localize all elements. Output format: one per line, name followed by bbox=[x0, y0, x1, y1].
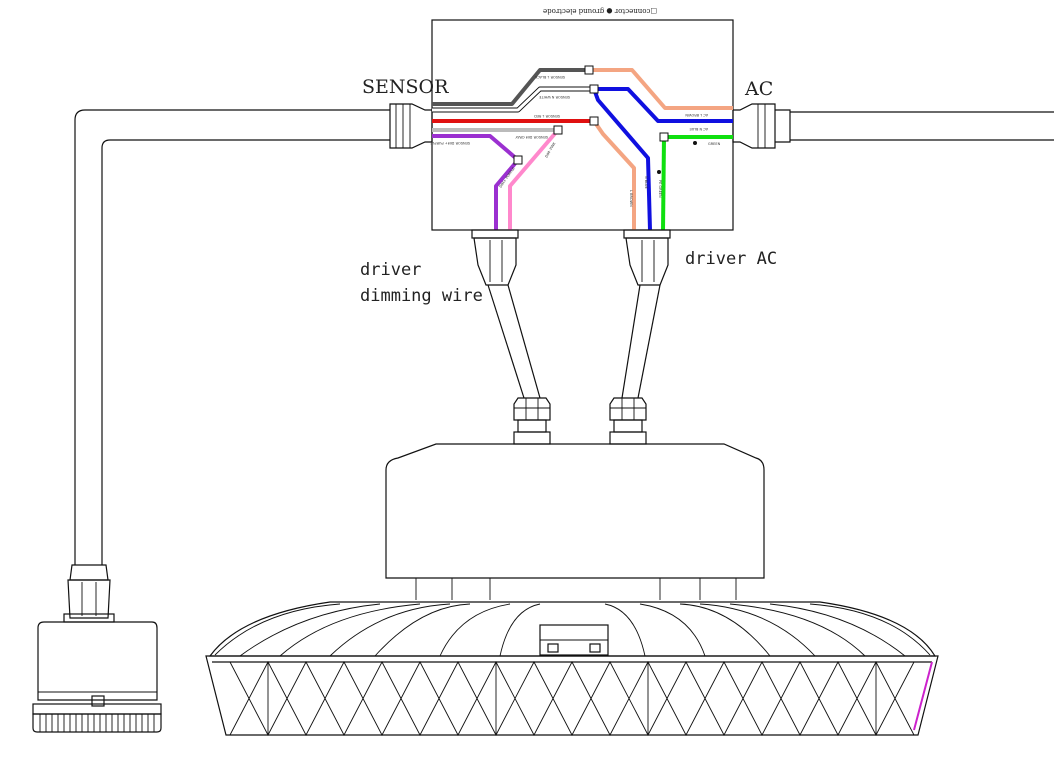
label-blue-driver: N BLUE bbox=[644, 176, 648, 189]
connector-3 bbox=[589, 116, 599, 126]
connector-2 bbox=[589, 84, 599, 94]
driver-gland-left bbox=[513, 397, 551, 445]
label-green-ac: GREEN bbox=[708, 142, 721, 146]
wire-pink-driver bbox=[508, 128, 560, 230]
driver-dimming-label-line2: dimming wire bbox=[360, 286, 483, 306]
connectors bbox=[513, 65, 669, 165]
label-dark-gray: SENSOR L BLACK bbox=[534, 75, 565, 79]
wire-orange-ac bbox=[589, 68, 733, 110]
junction-box bbox=[431, 19, 734, 231]
connector-5 bbox=[513, 155, 523, 165]
ac-gland bbox=[732, 103, 791, 149]
ground-electrode-2 bbox=[657, 170, 661, 174]
ac-label: AC bbox=[744, 78, 773, 100]
wire-orange-driver bbox=[592, 119, 636, 230]
driver-ac-label: driver AC bbox=[685, 249, 777, 269]
dimming-gland bbox=[471, 229, 519, 286]
sensor-unit bbox=[32, 564, 162, 733]
driver-housing bbox=[385, 443, 765, 600]
label-light-gray: SENSOR DIM GRAY bbox=[514, 135, 548, 139]
label-purple-sensor: SENSOR DIM+ PURPLE bbox=[430, 141, 470, 145]
sensor-gland bbox=[389, 103, 433, 149]
wire-blue-driver bbox=[592, 88, 652, 231]
wire-purple-sensor bbox=[432, 134, 520, 162]
legend: □connector ● ground electrode bbox=[543, 7, 657, 15]
sensor-label: SENSOR bbox=[362, 76, 449, 98]
sensor-cable bbox=[74, 109, 390, 565]
connector-6 bbox=[659, 132, 669, 142]
driver-ac-cable bbox=[621, 284, 661, 399]
wire-purple-driver bbox=[494, 158, 520, 230]
label-green-driver: PE GREEN bbox=[658, 180, 662, 198]
driver-dimming-label-line1: driver bbox=[360, 260, 421, 280]
wire-labels: SENSOR L BLACK SENSOR N WHITE SENSOR L R… bbox=[430, 75, 720, 207]
lamp-body bbox=[205, 655, 939, 736]
connector-4 bbox=[553, 125, 563, 135]
wire-green-driver bbox=[661, 136, 666, 231]
driver-gland-right bbox=[609, 397, 647, 445]
wire-blue-ac bbox=[594, 87, 733, 123]
connector-1 bbox=[584, 65, 594, 75]
dimming-cable bbox=[487, 284, 541, 399]
wires bbox=[432, 68, 733, 231]
label-red: SENSOR L RED bbox=[534, 114, 560, 118]
legend-text: □connector ● ground electrode bbox=[543, 7, 657, 15]
label-orange-driver: L BROWN bbox=[629, 190, 633, 207]
heatsink bbox=[208, 601, 937, 657]
label-blue-ac: AC N BLUE bbox=[689, 127, 708, 131]
ac-cable bbox=[790, 111, 1054, 141]
driver-ac-gland bbox=[623, 229, 671, 286]
ground-electrode-1 bbox=[693, 141, 697, 145]
wire-dark-gray bbox=[432, 68, 589, 106]
ground-electrodes bbox=[657, 141, 697, 174]
label-white: SENSOR N WHITE bbox=[539, 95, 570, 99]
label-orange-ac: AC L BROWN bbox=[685, 113, 708, 117]
